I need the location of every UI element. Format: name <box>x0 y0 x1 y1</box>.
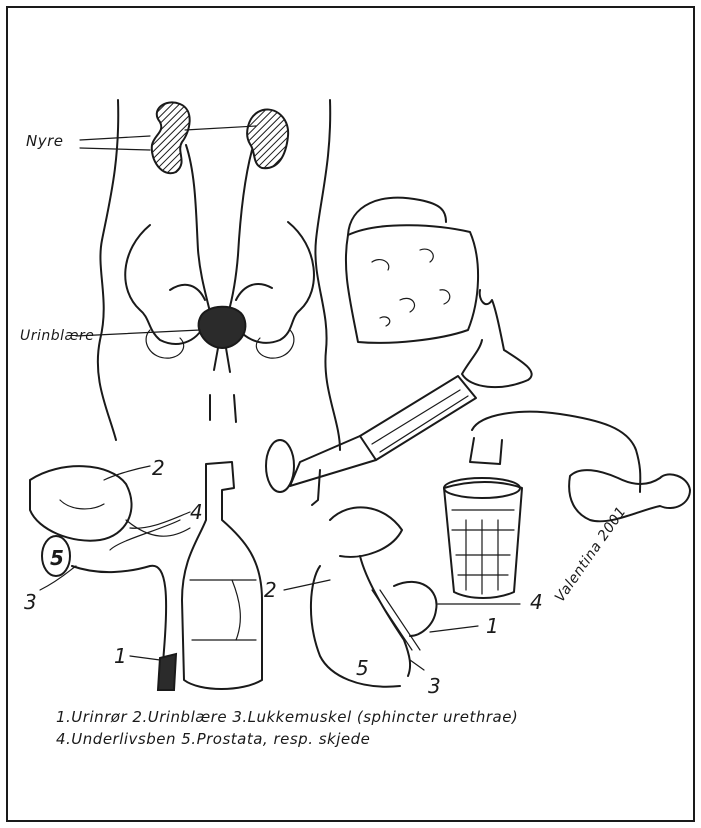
faucet <box>470 412 690 522</box>
bottle <box>182 462 262 689</box>
kidneys <box>152 102 288 173</box>
caption-line-2: 4.Underlivsben 5.Prostata, resp. skjede <box>56 730 370 748</box>
label-left-3: 3 <box>24 590 37 614</box>
glass <box>444 478 522 598</box>
label-right-4: 4 <box>530 590 543 614</box>
female-profile-diagram <box>311 507 437 686</box>
label-right-5: 5 <box>356 656 369 680</box>
label-left-2: 2 <box>152 456 165 480</box>
label-right-3: 3 <box>428 674 441 698</box>
caption-line-1: 1.Urinrør 2.Urinblære 3.Lukkemuskel (sph… <box>56 708 518 726</box>
label-left-4: 4 <box>190 500 203 524</box>
label-right-1: 1 <box>486 614 499 638</box>
label-urinblaere: Urinblære <box>20 328 94 344</box>
label-nyre: Nyre <box>26 132 64 150</box>
irrigation-bag <box>346 198 532 387</box>
label-right-2: 2 <box>264 578 277 602</box>
label-left-1: 1 <box>114 644 127 668</box>
torso-outline <box>98 100 340 450</box>
male-bladder-diagram <box>30 466 190 690</box>
label-left-5: 5 <box>50 546 64 570</box>
